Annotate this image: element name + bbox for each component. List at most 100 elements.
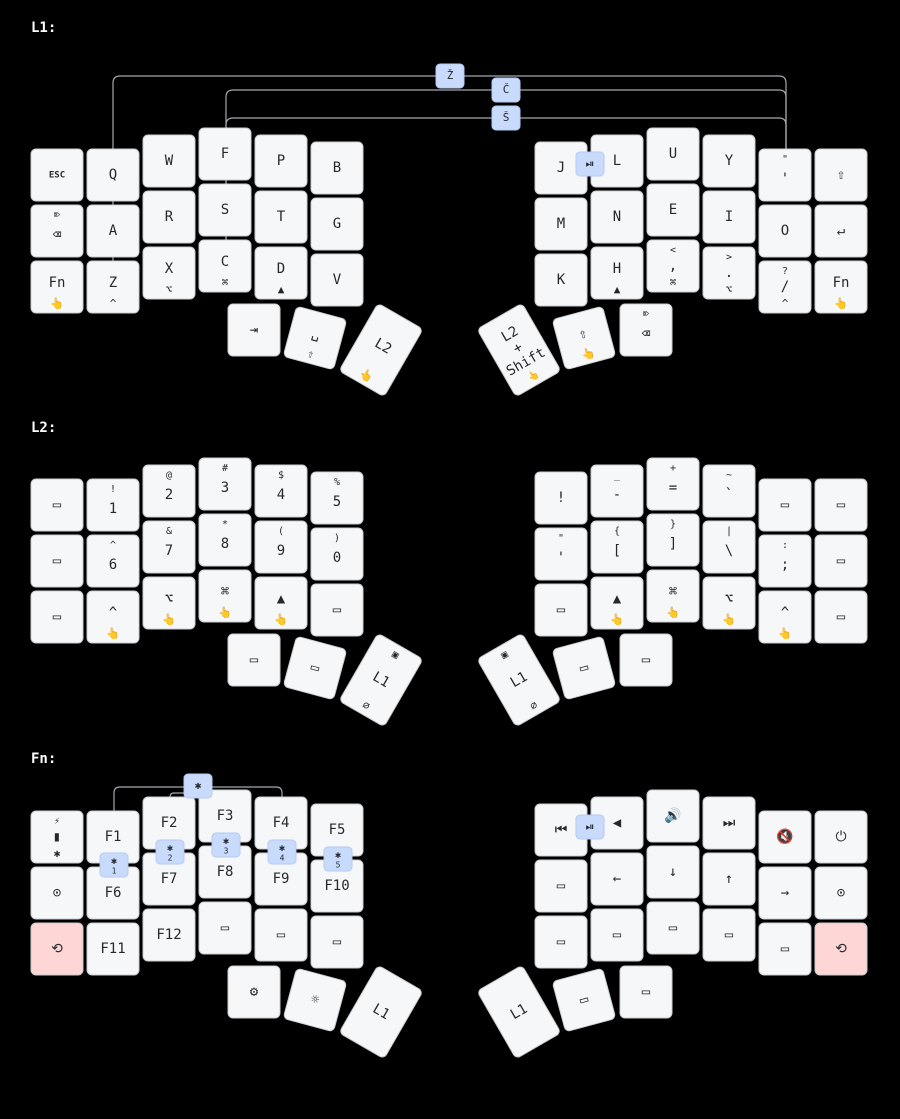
key[interactable]: Z^ (86, 260, 140, 314)
key[interactable]: E (646, 183, 700, 237)
key[interactable]: ▭ (646, 901, 700, 955)
key[interactable]: L2👆 (339, 303, 423, 397)
key[interactable]: X⌥ (142, 246, 196, 300)
key[interactable]: V (310, 253, 364, 307)
key[interactable]: ↓ (646, 845, 700, 899)
key[interactable]: ← (590, 852, 644, 906)
combo-box[interactable]: ✱5 (323, 846, 353, 872)
key[interactable]: ↑ (702, 852, 756, 906)
key[interactable]: 6^ (86, 534, 140, 588)
key[interactable]: ▭ (534, 859, 588, 913)
key[interactable]: D▲ (254, 246, 308, 300)
key[interactable]: ▲👆 (590, 576, 644, 630)
key[interactable]: I (702, 190, 756, 244)
key[interactable]: ▭ (552, 968, 616, 1032)
key[interactable]: ⇥ (227, 303, 281, 357)
combo-box[interactable]: ⏯ (575, 151, 605, 177)
combo-box[interactable]: ✱3 (211, 832, 241, 858)
key[interactable]: ▮⚡✱ (30, 810, 84, 864)
key[interactable]: U (646, 127, 700, 181)
key[interactable]: M (534, 197, 588, 251)
key[interactable]: ⊙ (30, 866, 84, 920)
combo-box[interactable]: Č (491, 77, 521, 103)
key[interactable]: ▭ (619, 965, 673, 1019)
key[interactable]: ⟲ (814, 922, 868, 976)
key[interactable]: Fn👆 (30, 260, 84, 314)
key[interactable]: F10 (310, 859, 364, 913)
key[interactable]: 0) (310, 527, 364, 581)
key[interactable]: F7 (142, 852, 196, 906)
key[interactable]: A (86, 204, 140, 258)
key[interactable]: 1! (86, 478, 140, 532)
key[interactable]: ␣⇧ (283, 306, 347, 370)
key[interactable]: ^👆 (758, 590, 812, 644)
key[interactable]: W (142, 134, 196, 188)
key[interactable]: F12 (142, 908, 196, 962)
key[interactable]: 8* (198, 513, 252, 567)
key[interactable]: ☼ (283, 968, 347, 1032)
key[interactable]: ▭ (310, 915, 364, 969)
combo-box[interactable]: ⏯ (575, 814, 605, 840)
combo-box[interactable]: Š (491, 105, 521, 131)
key[interactable]: ▭ (590, 908, 644, 962)
key[interactable]: L1 (339, 965, 423, 1059)
key[interactable]: ▭ (30, 478, 84, 532)
key[interactable]: T (254, 190, 308, 244)
key[interactable]: ▭ (254, 908, 308, 962)
key[interactable]: ▭ (814, 590, 868, 644)
key[interactable]: ⌘👆 (646, 569, 700, 623)
key[interactable]: R (142, 190, 196, 244)
key[interactable]: ⏻ (814, 810, 868, 864)
key[interactable]: .>⌥ (702, 246, 756, 300)
key[interactable]: ▭ (310, 583, 364, 637)
key[interactable]: '" (758, 148, 812, 202)
key[interactable]: G (310, 197, 364, 251)
key[interactable]: L1▣∅ (477, 633, 561, 727)
key[interactable]: ⇧👆 (552, 306, 616, 370)
key[interactable]: ⌘👆 (198, 569, 252, 623)
key[interactable]: ▲👆 (254, 576, 308, 630)
key[interactable]: ⏭ (702, 796, 756, 850)
key[interactable]: ▭ (552, 636, 616, 700)
key[interactable]: ▭ (814, 478, 868, 532)
key[interactable]: '" (534, 527, 588, 581)
key[interactable]: ▭ (198, 901, 252, 955)
key[interactable]: `~ (702, 464, 756, 518)
key[interactable]: ⌫⌦ (30, 204, 84, 258)
key[interactable]: ⌥👆 (702, 576, 756, 630)
key[interactable]: F3 (198, 789, 252, 843)
key[interactable]: F11 (86, 922, 140, 976)
key[interactable]: P (254, 134, 308, 188)
key[interactable]: ▭ (534, 583, 588, 637)
key[interactable]: ↵ (814, 204, 868, 258)
combo-box[interactable]: ✱1 (99, 852, 129, 878)
key[interactable]: ▭ (227, 633, 281, 687)
key[interactable]: ⌫⌦ (619, 303, 673, 357)
key[interactable]: ]} (646, 513, 700, 567)
combo-box[interactable]: ✱2 (155, 839, 185, 865)
combo-box[interactable]: Ž (435, 63, 465, 89)
key[interactable]: ⇧ (814, 148, 868, 202)
key[interactable]: Fn👆 (814, 260, 868, 314)
key[interactable]: [{ (590, 520, 644, 574)
key[interactable]: 9( (254, 520, 308, 574)
key[interactable]: K (534, 253, 588, 307)
key[interactable]: /?^ (758, 260, 812, 314)
key[interactable]: → (758, 866, 812, 920)
key[interactable]: 🔊 (646, 789, 700, 843)
combo-box[interactable]: ✱ (183, 773, 213, 799)
key[interactable]: 7& (142, 520, 196, 574)
key[interactable]: -_ (590, 464, 644, 518)
key[interactable]: Y (702, 134, 756, 188)
key[interactable]: 4$ (254, 464, 308, 518)
key[interactable]: ▭ (758, 922, 812, 976)
key[interactable]: 2@ (142, 464, 196, 518)
key[interactable]: ⟲ (30, 922, 84, 976)
key[interactable]: ⌥👆 (142, 576, 196, 630)
key[interactable]: F8 (198, 845, 252, 899)
key[interactable]: ,<⌘ (646, 239, 700, 293)
key[interactable]: N (590, 190, 644, 244)
combo-box[interactable]: ✱4 (267, 839, 297, 865)
key[interactable]: ▭ (283, 636, 347, 700)
key[interactable]: 🔇 (758, 810, 812, 864)
